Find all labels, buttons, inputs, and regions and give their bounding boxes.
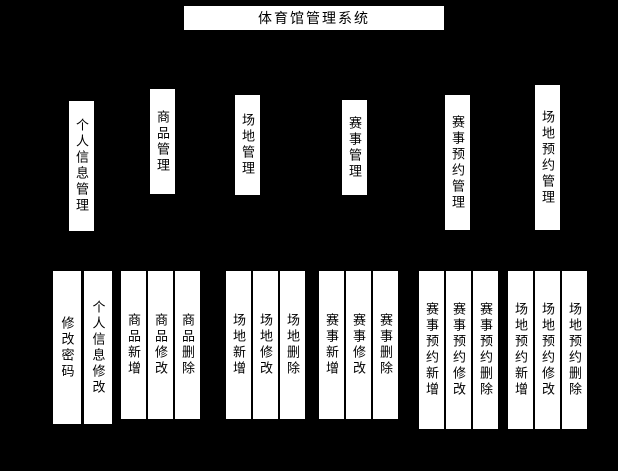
node-venue-add: 场地新增 xyxy=(225,270,252,420)
node-venue-booking-add: 场地预约新增 xyxy=(507,270,534,430)
node-personal-info-edit: 个人信息修改 xyxy=(83,270,113,425)
node-event-booking-edit: 赛事预约修改 xyxy=(445,270,472,430)
node-event-booking-mgmt: 赛事预约管理 xyxy=(444,94,471,231)
node-venue-mgmt: 场地管理 xyxy=(234,94,261,196)
node-goods-delete: 商品删除 xyxy=(174,270,201,420)
node-venue-booking-mgmt: 场地预约管理 xyxy=(534,84,561,231)
node-event-booking-add: 赛事预约新增 xyxy=(418,270,445,430)
node-venue-edit: 场地修改 xyxy=(252,270,279,420)
node-event-edit: 赛事修改 xyxy=(345,270,372,420)
node-goods-add: 商品新增 xyxy=(120,270,147,420)
node-venue-booking-delete: 场地预约删除 xyxy=(561,270,588,430)
node-goods-edit: 商品修改 xyxy=(147,270,174,420)
node-venue-delete: 场地删除 xyxy=(279,270,306,420)
node-personal-info-mgmt: 个人信息管理 xyxy=(68,100,95,232)
node-event-booking-delete: 赛事预约删除 xyxy=(472,270,499,430)
node-goods-mgmt: 商品管理 xyxy=(149,88,176,195)
node-venue-booking-edit: 场地预约修改 xyxy=(534,270,561,430)
node-event-mgmt: 赛事管理 xyxy=(341,99,368,196)
node-event-delete: 赛事删除 xyxy=(372,270,399,420)
node-gym-management-system: 体育馆管理系统 xyxy=(183,5,445,31)
node-change-password: 修改密码 xyxy=(52,270,82,425)
node-event-add: 赛事新增 xyxy=(318,270,345,420)
